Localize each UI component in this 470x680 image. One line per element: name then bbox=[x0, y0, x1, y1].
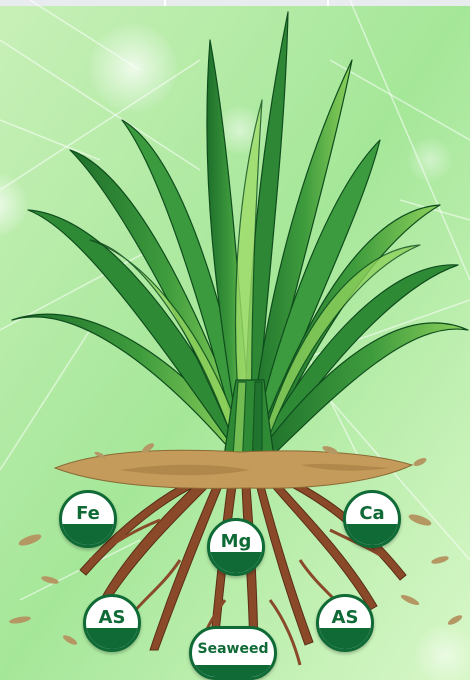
badge-fill bbox=[346, 524, 398, 545]
badge-label: AS bbox=[319, 607, 371, 628]
badge-fill bbox=[319, 628, 371, 649]
badge-label: AS bbox=[86, 607, 138, 628]
badge-label: Ca bbox=[346, 503, 398, 524]
badge-fill bbox=[62, 524, 114, 545]
nutrient-badge-as-right: AS bbox=[316, 594, 374, 652]
badge-fill bbox=[210, 552, 262, 573]
badge-label: Seaweed bbox=[192, 641, 274, 657]
nutrient-badge-mg: Mg bbox=[207, 518, 265, 576]
badge-label: Mg bbox=[210, 531, 262, 552]
nutrient-badge-seaweed: Seaweed bbox=[189, 626, 277, 680]
badge-fill bbox=[192, 665, 274, 677]
nutrient-badge-as-left: AS bbox=[83, 594, 141, 652]
badge-fill bbox=[86, 628, 138, 649]
nutrient-badge-fe: Fe bbox=[59, 490, 117, 548]
nutrient-badge-ca: Ca bbox=[343, 490, 401, 548]
top-bar bbox=[0, 0, 470, 6]
badge-label: Fe bbox=[62, 503, 114, 524]
